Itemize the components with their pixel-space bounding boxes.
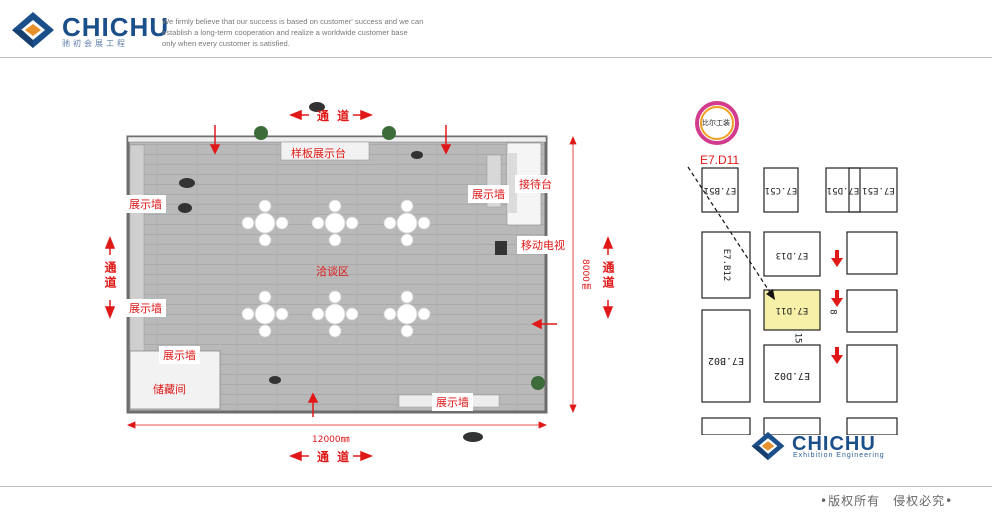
aisle-label-top: 通 道 bbox=[317, 109, 352, 123]
aisle-label-right: 通道 bbox=[601, 261, 615, 291]
booth-label: E7.D51 bbox=[826, 185, 860, 195]
floorplan-drawing bbox=[104, 102, 614, 462]
slogan-line: only when every customer is satisfied. bbox=[162, 39, 290, 48]
brand-name: CHICHU bbox=[62, 12, 170, 42]
booth-floorplan: 通 道 通 道 通道 通道 样板展示台 接待台 展示墙 展示墙 展示墙 展示墙 … bbox=[95, 95, 615, 470]
booth-label: E7.B12 bbox=[721, 248, 731, 282]
brand-subtitle: 驰初会展工程 bbox=[62, 39, 128, 48]
display-wall-label-right: 展示墙 bbox=[468, 185, 509, 203]
header: CHICHU 驰初会展工程 We firmly believe that our… bbox=[0, 0, 992, 57]
booth-label: E7.B51 bbox=[703, 185, 737, 195]
location-map: 比尔工装 E7.B51 E7.C51 E7.D51 E7.E51 E7.B12 … bbox=[680, 95, 910, 435]
footer-brand-name: CHICHU bbox=[792, 433, 876, 455]
dimension-height: 8000㎜ bbox=[580, 259, 590, 291]
bier-logo-text: 比尔工装 bbox=[702, 119, 730, 127]
booth-label: E7.E51 bbox=[862, 185, 895, 195]
sample-display-label: 样板展示台 bbox=[291, 147, 346, 160]
display-wall-label-left-top: 展示墙 bbox=[125, 195, 166, 213]
display-wall-label-left-bottom: 展示墙 bbox=[125, 299, 166, 317]
booth-label: 15 bbox=[792, 332, 803, 344]
mobile-tv-label: 移动电视 bbox=[517, 236, 569, 254]
booth-label: E7.B02 bbox=[707, 355, 745, 366]
booth-label: E7.C51 bbox=[764, 185, 798, 195]
reception-label: 接待台 bbox=[515, 175, 556, 193]
dimension-width: 12000㎜ bbox=[312, 435, 350, 445]
hall-map-drawing bbox=[687, 101, 898, 435]
aisle-label-left: 通道 bbox=[103, 261, 117, 291]
slogan-line: We firmly believe that our success is ba… bbox=[162, 17, 424, 26]
copyright-notice: •版权所有 侵权必究• bbox=[820, 494, 954, 508]
booth-id-label: E7.D11 bbox=[700, 153, 740, 167]
storage-room-label: 储藏间 bbox=[153, 383, 186, 396]
display-wall-label-bottom: 展示墙 bbox=[432, 393, 473, 411]
chichu-logo-icon bbox=[12, 12, 54, 48]
slogan-line: establish a long-term cooperation and re… bbox=[162, 28, 408, 37]
booth-label: E7.D02 bbox=[773, 370, 811, 381]
display-wall-label-storage: 展示墙 bbox=[159, 346, 200, 364]
booth-label-highlighted: E7.D11 bbox=[775, 305, 809, 315]
chichu-logo-icon-footer bbox=[751, 431, 785, 461]
footer-brand-subtitle: Exhibition Engineering bbox=[793, 452, 885, 459]
negotiation-area-label: 洽谈区 bbox=[316, 265, 349, 278]
footer-divider bbox=[0, 486, 992, 487]
slogan: We firmly believe that our success is ba… bbox=[162, 16, 462, 49]
aisle-label-bottom: 通 道 bbox=[317, 450, 352, 464]
booth-label: E7.D13 bbox=[775, 250, 809, 260]
booth-label: 8 bbox=[827, 309, 838, 315]
header-divider bbox=[0, 57, 992, 58]
